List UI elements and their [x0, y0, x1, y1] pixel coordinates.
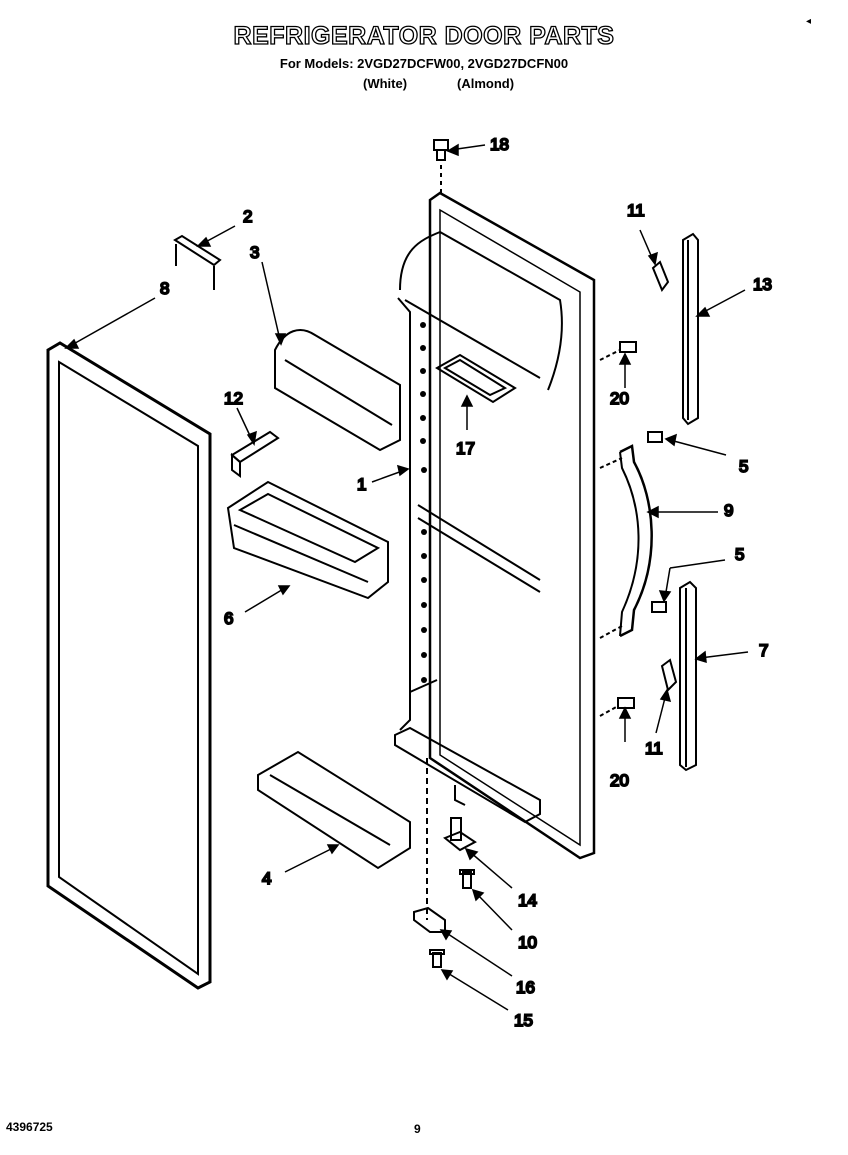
- callout-20-upper: 20: [610, 389, 629, 408]
- callout-5-upper: 5: [739, 457, 748, 476]
- callout-12: 12: [224, 389, 243, 408]
- hinge-pin-bracket: [426, 758, 477, 920]
- corner-mark: ◂: [806, 16, 812, 27]
- callout-3: 3: [250, 243, 259, 262]
- callout-6: 6: [224, 609, 233, 628]
- document-number: 4396725: [6, 1120, 53, 1134]
- callout-9: 9: [724, 501, 733, 520]
- callout-17: 17: [456, 439, 475, 458]
- callout-15: 15: [514, 1011, 533, 1030]
- door-liner: [394, 191, 596, 860]
- dairy-door: [274, 329, 401, 452]
- callout-7: 7: [759, 641, 768, 660]
- callout-14: 14: [518, 891, 537, 910]
- page-number: 9: [414, 1122, 421, 1136]
- screw: [459, 869, 475, 889]
- callout-8: 8: [160, 279, 169, 298]
- door-bin: [226, 480, 389, 600]
- door-stop: [413, 906, 446, 933]
- plug-button: [599, 341, 637, 717]
- callout-18: 18: [490, 135, 509, 154]
- small-bin: [435, 353, 517, 404]
- trim-clip: [651, 260, 678, 692]
- variant-almond: (Almond): [457, 76, 515, 91]
- callout-1: 1: [357, 475, 366, 494]
- variant-white: (White): [363, 76, 408, 91]
- lower-trim: [679, 580, 697, 772]
- callout-4: 4: [262, 869, 271, 888]
- callout-13: 13: [753, 275, 772, 294]
- bin-clip: [230, 430, 280, 478]
- hinge-bushing: [433, 139, 449, 195]
- door-handle: [599, 444, 653, 639]
- callout-11-lower: 11: [645, 739, 663, 758]
- screw: [647, 431, 667, 613]
- callout-20-lower: 20: [610, 771, 629, 790]
- cover-bracket: [173, 234, 222, 290]
- model-numbers: For Models: 2VGD27DCFW00, 2VGD27DCFN00: [279, 56, 569, 71]
- upper-trim: [682, 232, 699, 426]
- screw: [429, 949, 445, 968]
- page-title: REFRIGERATOR DOOR PARTS: [233, 21, 615, 50]
- door-gasket: [46, 341, 212, 990]
- door-shelf: [257, 750, 411, 870]
- callout-5-lower: 5: [735, 545, 744, 564]
- callout-2: 2: [243, 207, 252, 226]
- leader-arrows: [64, 143, 749, 1011]
- callout-11-upper: 11: [627, 201, 645, 220]
- callout-10: 10: [518, 933, 537, 952]
- callout-16: 16: [516, 978, 535, 997]
